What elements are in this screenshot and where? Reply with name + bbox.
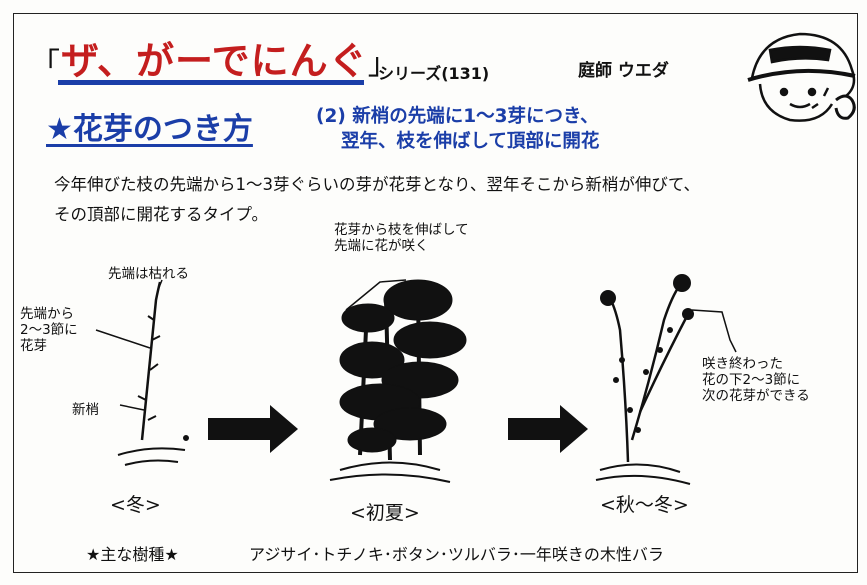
label-tip-dies: 先端は枯れる [108, 266, 189, 282]
section-title: ★花芽のつき方 [46, 112, 253, 147]
season-autumn-winter: <秋～冬> [600, 494, 689, 516]
autumn-branch-drawing [595, 274, 737, 485]
season-winter: <冬> [110, 494, 161, 516]
label-next-bud-note: 咲き終わった 花の下2～3節に 次の花芽ができる [702, 356, 810, 404]
label-bud-position: 先端から 2～3節に 花芽 [20, 306, 78, 354]
right-arrow-icon [508, 405, 588, 453]
page-frame [13, 13, 858, 573]
series-title-underline [58, 80, 364, 85]
gardener-mascot-icon [747, 32, 856, 122]
right-arrow-icon [208, 405, 298, 453]
season-early-summer: <初夏> [350, 502, 420, 524]
winter-branch-drawing [95, 279, 189, 466]
section-subtitle: (2) 新梢の先端に1～3芽につき、 翌年、枝を伸ばして頂部に開花 [316, 106, 600, 152]
species-list: アジサイ･トチノキ･ボタン･ツルバラ･一年咲きの木性バラ [249, 545, 664, 564]
series-title: 「ザ、がーでにんぐ」 [30, 39, 399, 83]
label-bloom-note: 花芽から枝を伸ばして 先端に花が咲く [334, 222, 469, 254]
species-label: ★主な樹種★ [86, 545, 179, 564]
author: 庭師 ウエダ [578, 61, 669, 81]
summer-shrub-drawing [329, 279, 467, 483]
intro-text: 今年伸びた枝の先端から1～3芽ぐらいの芽が花芽となり、翌年そこから新梢が伸びて、… [54, 175, 701, 224]
series-number: シリーズ(131) [378, 64, 490, 83]
label-new-shoot: 新梢 [72, 402, 99, 418]
